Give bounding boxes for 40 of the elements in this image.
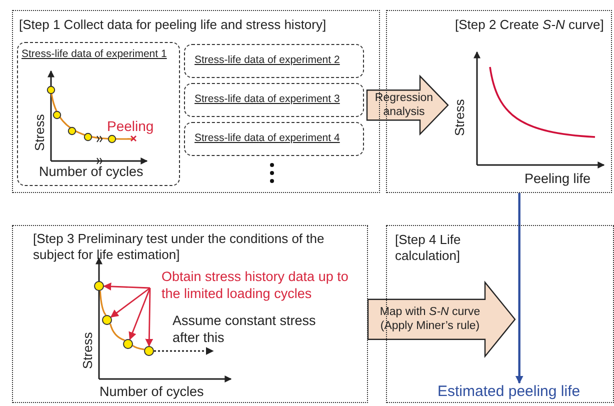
axis-label: Number of cycles [100,384,204,398]
card-heading: Stress-life data of experiment 4 [194,132,340,144]
arrow [515,193,524,384]
curve-segment [132,344,144,350]
note-text: Assume constant stress after this [172,312,322,352]
data-card [184,44,364,78]
step-heading: [Step 3 Preliminary test under the conditions of the subject for life estimation] [33,231,326,263]
data-point [144,346,154,356]
edge-label: Regression analysis [374,91,434,120]
annotation-text: Peeling [107,118,154,134]
axis-label: Stress [80,332,94,369]
data-point [94,280,104,290]
card-heading: Stress-life data of experiment 1 [22,48,167,60]
arrow [128,288,151,340]
result-text: Estimated peeling life [438,382,604,402]
step-heading: [Step 1 Collect data for peeling life and stress history] [19,17,326,33]
card-heading: Stress-life data of experiment 3 [194,92,340,104]
step-panel [12,225,368,403]
data-card [16,42,180,186]
edge-label: Map with S-N curve (Apply Miner’s rule) [378,305,482,334]
data-card [184,122,364,156]
data-point [122,338,132,348]
curve-segment [110,324,125,341]
arrow [103,282,150,290]
arrow [154,347,214,355]
step-heading: [Step 4 Life calculation] [395,232,462,264]
arrow [145,288,154,347]
arrow [110,287,150,318]
curve-segment [99,290,106,316]
axis-label: Stress [32,114,47,150]
axis-label: Stress [452,99,466,136]
axis-label: Peeling life [524,170,591,186]
annotation-text: Obtain stress history data up to the limited loading cycles [150,268,368,308]
axis-label: Number of cycles [39,164,144,179]
step-heading: [Step 2 Create S-N curve] [455,17,604,33]
block-arrow [367,280,516,358]
card-heading: Stress-life data of experiment 2 [194,54,340,66]
data-card [184,82,364,116]
block-arrow [366,74,449,136]
data-point [102,314,112,324]
